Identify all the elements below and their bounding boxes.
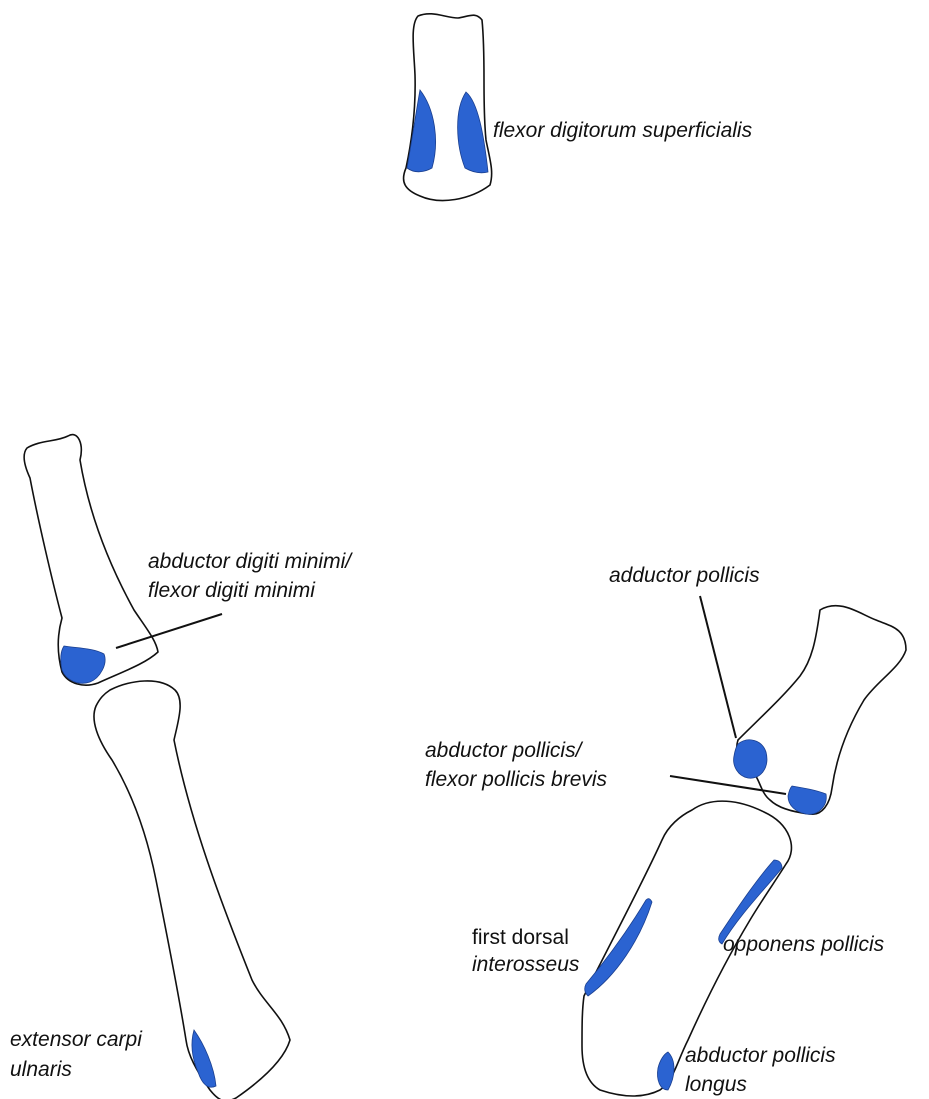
label-adm-line2: flexor digiti minimi <box>148 579 316 602</box>
label-apl-line2: longus <box>685 1073 747 1096</box>
label-abductor-pollicis-longus: abductor pollicis longus <box>685 1044 841 1096</box>
middle-phalanx-group: flexor digitorum superficialis <box>404 14 753 201</box>
label-first-dorsal-interosseus: first dorsal interosseus <box>472 926 580 976</box>
thumb-proximal-phalanx-bone <box>737 606 906 815</box>
adductor-pollicis-attachment <box>734 740 767 778</box>
thumb-group: adductor pollicis abductor pollicis/ fle… <box>425 564 906 1096</box>
label-ecu-line2: ulnaris <box>10 1058 72 1081</box>
label-opponens-pollicis: opponens pollicis <box>723 933 885 956</box>
label-abductor-pollicis-flexor-pollicis-brevis: abductor pollicis/ flexor pollicis brevi… <box>425 739 608 791</box>
label-apb-line2: flexor pollicis brevis <box>425 768 608 791</box>
label-fdi-line1: first dorsal <box>472 926 569 949</box>
label-adm-line1: abductor digiti minimi/ <box>148 550 353 573</box>
label-abductor-digiti-minimi: abductor digiti minimi/ flexor digiti mi… <box>148 550 357 602</box>
label-adductor-pollicis: adductor pollicis <box>609 564 760 587</box>
label-apb-line1: abductor pollicis/ <box>425 739 584 762</box>
label-ecu-line1: extensor carpi <box>10 1028 143 1051</box>
label-flexor-digitorum-superficialis: flexor digitorum superficialis <box>493 119 753 142</box>
label-apl-line1: abductor pollicis <box>685 1044 836 1067</box>
fifth-digit-group: abductor digiti minimi/ flexor digiti mi… <box>10 435 357 1099</box>
label-fdi-line2: interosseus <box>472 953 580 976</box>
fifth-proximal-phalanx-bone <box>24 435 158 686</box>
adductor-pollicis-leader-line <box>700 596 736 738</box>
label-extensor-carpi-ulnaris: extensor carpi ulnaris <box>10 1028 148 1081</box>
